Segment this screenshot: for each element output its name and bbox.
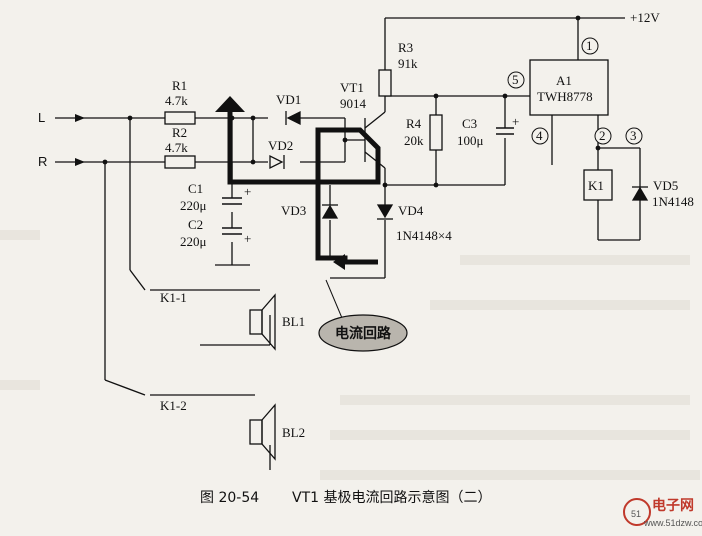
svg-text:+: + [244,184,251,199]
cap-polarity: + + + [244,114,519,246]
vd4-label: VD4 [398,203,424,218]
c1-value: 220μ [180,198,207,213]
diodes-vd3-vd4 [321,204,394,220]
c2-value: 220μ [180,234,207,249]
r3-label: R3 [398,40,413,55]
r2-label: R2 [172,125,187,140]
wires [55,17,641,470]
k1-1-label: K1-1 [160,290,187,305]
bl2-label: BL2 [282,425,305,440]
input-arrows [75,114,85,166]
svg-text:+: + [512,114,519,129]
vt1-part: 9014 [340,96,367,111]
a1-label: A1 [556,73,572,88]
vcc-label: +12V [630,10,660,25]
pin-1-label: 1 [586,38,593,53]
vd3-diode-icon [321,204,339,219]
r4-label: R4 [406,116,422,131]
r3-body [378,69,392,97]
r1-body [164,111,196,125]
pin-3-label: 3 [630,128,637,143]
r2-body [164,155,196,169]
figure-number: 图 20-54 [200,490,259,506]
current-loop-callout [318,279,408,352]
vd2-label: VD2 [268,138,293,153]
k1-relay-box [583,169,613,201]
watermark-url: www.51dzw.com [643,518,702,528]
svg-text:51: 51 [631,509,641,519]
current-loop-label: 电流回路 [335,325,392,342]
label-r: R [38,154,47,169]
background-bleed-text [0,230,700,480]
c3-value: 100μ [457,133,484,148]
vd5-diode-icon [631,186,649,201]
vd5-part: 1N4148 [652,194,694,209]
figure-title: VT1 基极电流回路示意图（二） [292,489,492,506]
vd1-label: VD1 [276,92,301,107]
speakers [249,293,276,461]
r4-body [429,114,443,151]
current-loop-path [215,96,381,270]
c1-label: C1 [188,181,203,196]
vd5-label: VD5 [653,178,678,193]
pin-2-label: 2 [599,128,606,143]
pin-5-label: 5 [512,72,519,87]
bl1-label: BL1 [282,314,305,329]
k1-label: K1 [588,178,604,193]
vt1-label: VT1 [340,80,364,95]
diodes-vd1-vd2 [269,110,301,170]
c3-label: C3 [462,116,477,131]
r1-label: R1 [172,78,187,93]
capacitors [222,127,514,235]
k1-2-label: K1-2 [160,398,187,413]
vd3-label: VD3 [281,203,306,218]
vd2-diode-icon [269,154,284,170]
vd-note: 1N4148×4 [396,228,452,243]
vd4-diode-icon [376,204,394,219]
resistors [164,69,443,169]
label-l: L [38,110,45,125]
vd1-diode-icon [286,110,301,126]
bl1-speaker-icon [249,309,263,335]
current-arrow-up-icon [215,96,245,112]
watermark-brand: 电子网 [652,497,694,514]
r4-value: 20k [404,133,424,148]
c2-label: C2 [188,217,203,232]
current-arrow-left-icon [333,254,345,270]
a1-part: TWH8778 [537,89,593,104]
r1-value: 4.7k [165,93,188,108]
a1-ic-box [529,59,609,116]
r2-value: 4.7k [165,140,188,155]
watermark-logo-icon [623,498,651,526]
pin-4-label: 4 [536,128,543,143]
r3-value: 91k [398,56,418,71]
pin-circles [507,37,643,145]
bl2-speaker-icon [249,419,263,445]
watermark: 51 电子网 www.51dzw.com [623,497,702,528]
svg-text:+: + [244,231,251,246]
